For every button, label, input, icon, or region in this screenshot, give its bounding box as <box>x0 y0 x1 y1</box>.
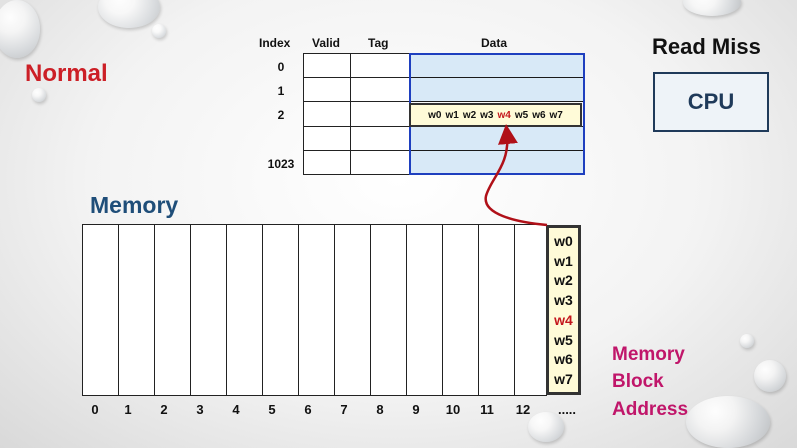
memory-address-label: 0 <box>91 402 99 417</box>
memory-block-address-label-line3: Address <box>612 399 689 420</box>
cache-tag-cell <box>350 150 410 175</box>
cpu-box: CPU <box>653 72 769 132</box>
memory-word: w2 <box>554 272 573 289</box>
memory-address-label: 6 <box>304 402 312 417</box>
cache-tag-cell <box>350 126 410 151</box>
memory-address-label: 2 <box>160 402 168 417</box>
memory-block <box>334 224 371 396</box>
memory-address-label: 10 <box>445 402 461 417</box>
cache-valid-cell <box>303 150 351 175</box>
memory-title: Memory <box>90 192 179 218</box>
water-drop-decoration <box>683 0 741 16</box>
water-drop-decoration <box>754 360 786 392</box>
water-drop-decoration <box>528 412 564 442</box>
memory-block <box>370 224 407 396</box>
memory-block-highlighted: w0 w1 w2 w3 w4 w5 w6 w7 <box>546 225 581 395</box>
cache-valid-cell <box>303 126 351 151</box>
cache-word: w3 <box>480 109 494 121</box>
cache-word: w7 <box>549 109 563 121</box>
cache-valid-cell <box>303 101 351 127</box>
water-drop-decoration <box>0 0 40 58</box>
cache-word: w1 <box>445 109 459 121</box>
memory-address-ellipsis: ..... <box>557 402 577 417</box>
normal-title: Normal <box>25 60 108 87</box>
memory-word-highlighted: w4 <box>554 311 573 328</box>
memory-word: w7 <box>554 371 573 388</box>
cache-tag-cell <box>350 53 410 78</box>
memory-block <box>190 224 227 396</box>
water-drop-decoration <box>686 396 770 448</box>
cache-word: w6 <box>532 109 546 121</box>
water-drop-decoration <box>740 334 754 348</box>
water-drop-decoration <box>98 0 160 28</box>
water-drop-decoration <box>152 24 166 38</box>
memory-address-label: 12 <box>515 402 531 417</box>
cache-header-index: Index <box>259 36 291 50</box>
memory-address-label: 11 <box>480 402 494 417</box>
memory-word: w0 <box>554 232 573 249</box>
memory-block <box>118 224 155 396</box>
cache-header-valid: Valid <box>312 36 341 50</box>
cache-word: w0 <box>428 109 442 121</box>
memory-block <box>478 224 515 396</box>
memory-block-address-label-line1: Memory <box>612 344 685 365</box>
memory-block <box>262 224 299 396</box>
memory-block <box>514 224 547 396</box>
memory-word: w1 <box>554 252 573 269</box>
cache-row-2-data: w0 w1 w2 w3 w4 w5 w6 w7 <box>409 103 582 127</box>
cache-data-cell <box>409 77 585 102</box>
memory-block <box>298 224 335 396</box>
cache-index-label: 1023 <box>267 157 295 171</box>
memory-address-label: 9 <box>412 402 420 417</box>
memory-address-label: 4 <box>232 402 240 417</box>
memory-block-address-label-line2: Block <box>612 371 664 392</box>
memory-block <box>154 224 191 396</box>
memory-word: w5 <box>554 331 573 348</box>
memory-block <box>406 224 443 396</box>
cache-header-data: Data <box>481 36 508 50</box>
memory-word: w3 <box>554 292 573 309</box>
cpu-label: CPU <box>687 89 735 114</box>
cache-index-label: 0 <box>277 60 285 74</box>
memory-block <box>226 224 263 396</box>
cache-index-label: 2 <box>277 108 285 122</box>
memory-word: w6 <box>554 351 573 368</box>
cache-word: w2 <box>462 109 477 121</box>
cache-tag-cell <box>350 101 410 127</box>
memory-address-label: 5 <box>268 402 276 417</box>
memory-address-label: 7 <box>340 402 348 417</box>
memory-address-label: 8 <box>376 402 384 417</box>
memory-block <box>82 224 119 396</box>
memory-address-label: 1 <box>124 402 132 417</box>
memory-block <box>442 224 479 396</box>
cache-header-tag: Tag <box>368 36 389 50</box>
cache-tag-cell <box>350 77 410 102</box>
cache-index-label: 1 <box>277 84 285 98</box>
memory-address-label: 3 <box>196 402 204 417</box>
cache-word-highlighted: w4 <box>497 109 511 121</box>
read-miss-title: Read Miss <box>652 34 761 59</box>
cache-valid-cell <box>303 77 351 102</box>
water-drop-decoration <box>32 88 46 102</box>
cache-valid-cell <box>303 53 351 78</box>
cache-word: w5 <box>514 109 529 121</box>
